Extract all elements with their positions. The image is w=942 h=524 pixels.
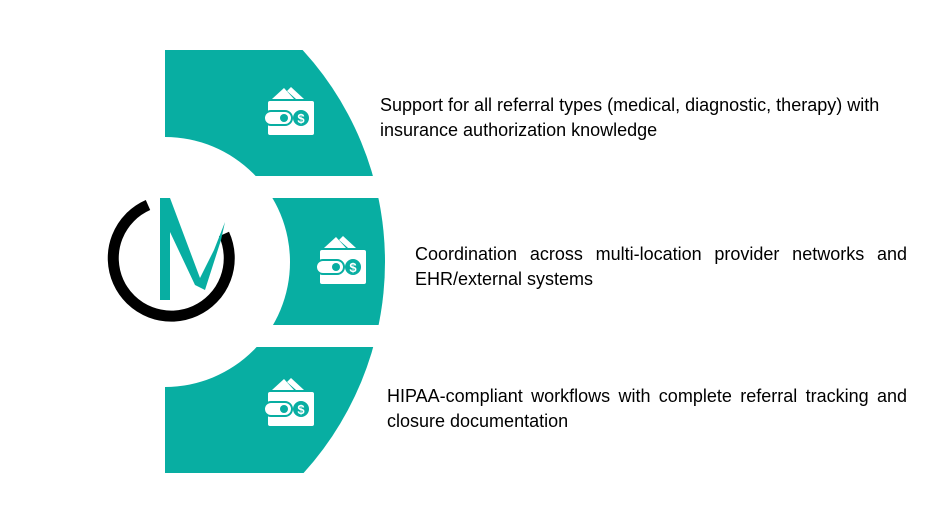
item-text-3: HIPAA-compliant workflows with complete … bbox=[387, 386, 907, 431]
item-text-1: Support for all referral types (medical,… bbox=[380, 95, 880, 140]
item-text-2: Coordination across multi-location provi… bbox=[415, 244, 907, 289]
logo bbox=[107, 198, 235, 322]
